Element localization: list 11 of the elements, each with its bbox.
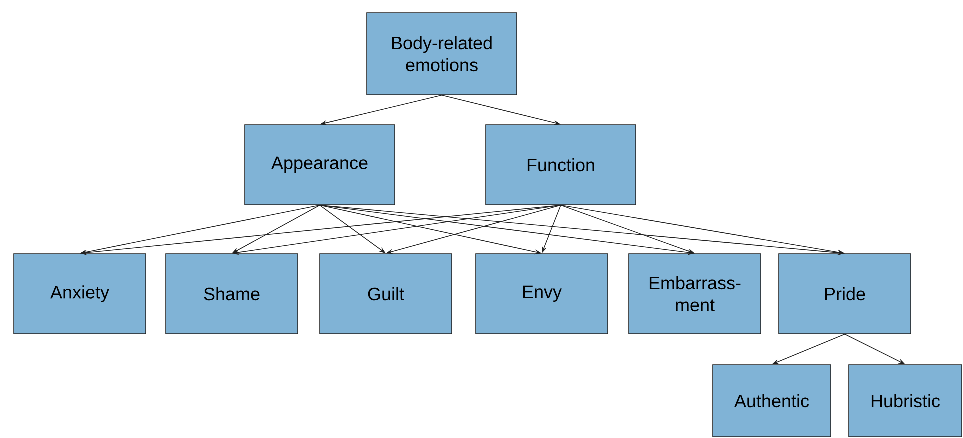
- emotion-box: Pride: [778, 254, 912, 334]
- emotion-box: Body-related emotions: [366, 12, 518, 96]
- emotion-box: Shame: [166, 254, 298, 334]
- emotion-box: Guilt: [320, 254, 452, 334]
- emotion-box: Anxiety: [14, 254, 146, 334]
- emotion-box: Authentic: [712, 364, 832, 438]
- emotion-box: Hubristic: [848, 364, 962, 438]
- emotion-box: Function: [486, 124, 636, 206]
- emotion-box: Appearance: [244, 124, 396, 206]
- emotion-box: Envy: [476, 254, 608, 334]
- emotion-box: Embarrass- ment: [628, 254, 762, 334]
